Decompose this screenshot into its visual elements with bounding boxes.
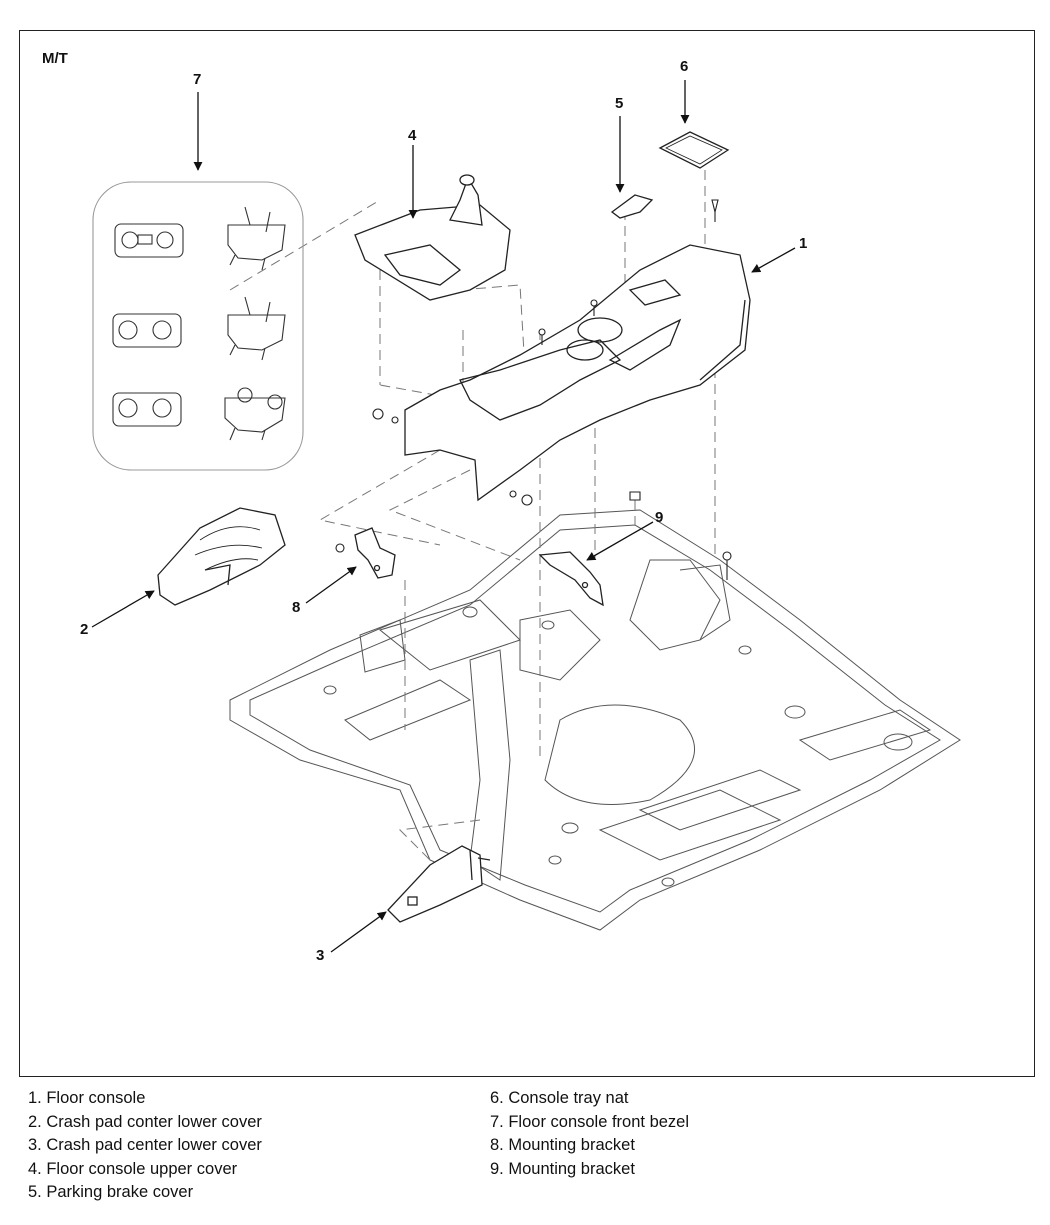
legend-item: 8. Mounting bracket — [490, 1136, 635, 1154]
callout-9: 9 — [655, 509, 664, 526]
callout-4: 4 — [408, 127, 417, 144]
legend-item: 9. Mounting bracket — [490, 1159, 635, 1178]
floor-console-upper-cover — [354, 174, 511, 301]
transmission-variant-label: M/T — [42, 50, 68, 67]
diagram-frame — [19, 30, 1035, 1077]
fasteners — [335, 199, 732, 580]
parking-brake-cover — [610, 194, 654, 219]
legend-item: 3. Crash pad center lower cover — [28, 1136, 262, 1154]
legend-item: 6. Console tray nat — [490, 1089, 629, 1107]
legend-item: 4. Floor console upper cover — [28, 1159, 238, 1178]
callout-8: 8 — [292, 599, 301, 616]
callout-3: 3 — [316, 947, 325, 964]
callout-1: 1 — [799, 235, 808, 252]
callout-7: 7 — [193, 71, 202, 88]
mounting-bracket-8 — [354, 527, 396, 579]
callout-6: 6 — [680, 58, 689, 75]
console-tray-mat — [658, 131, 730, 169]
crash-pad-lower-cover-left — [157, 507, 286, 606]
vehicle-floor-panel — [229, 509, 961, 931]
front-bezel-options — [92, 181, 304, 471]
parts-legend-left: 1. Floor console 2. Crash pad conter low… — [28, 1087, 262, 1205]
callout-5: 5 — [615, 95, 624, 112]
parts-legend-right: 6. Console tray nat 7. Floor console fro… — [490, 1087, 689, 1181]
legend-item: 1. Floor console — [28, 1089, 146, 1107]
floor-console — [404, 244, 751, 502]
mounting-bracket-9 — [538, 551, 604, 607]
crash-pad-lower-cover-right — [387, 845, 491, 923]
leader-arrows — [91, 80, 796, 953]
legend-item: 7. Floor console front bezel — [490, 1112, 690, 1131]
legend-item: 5. Parking brake cover — [28, 1183, 194, 1201]
callout-2: 2 — [80, 621, 89, 638]
bezel-options-panel — [92, 181, 304, 471]
legend-item: 2. Crash pad conter lower cover — [28, 1112, 262, 1131]
